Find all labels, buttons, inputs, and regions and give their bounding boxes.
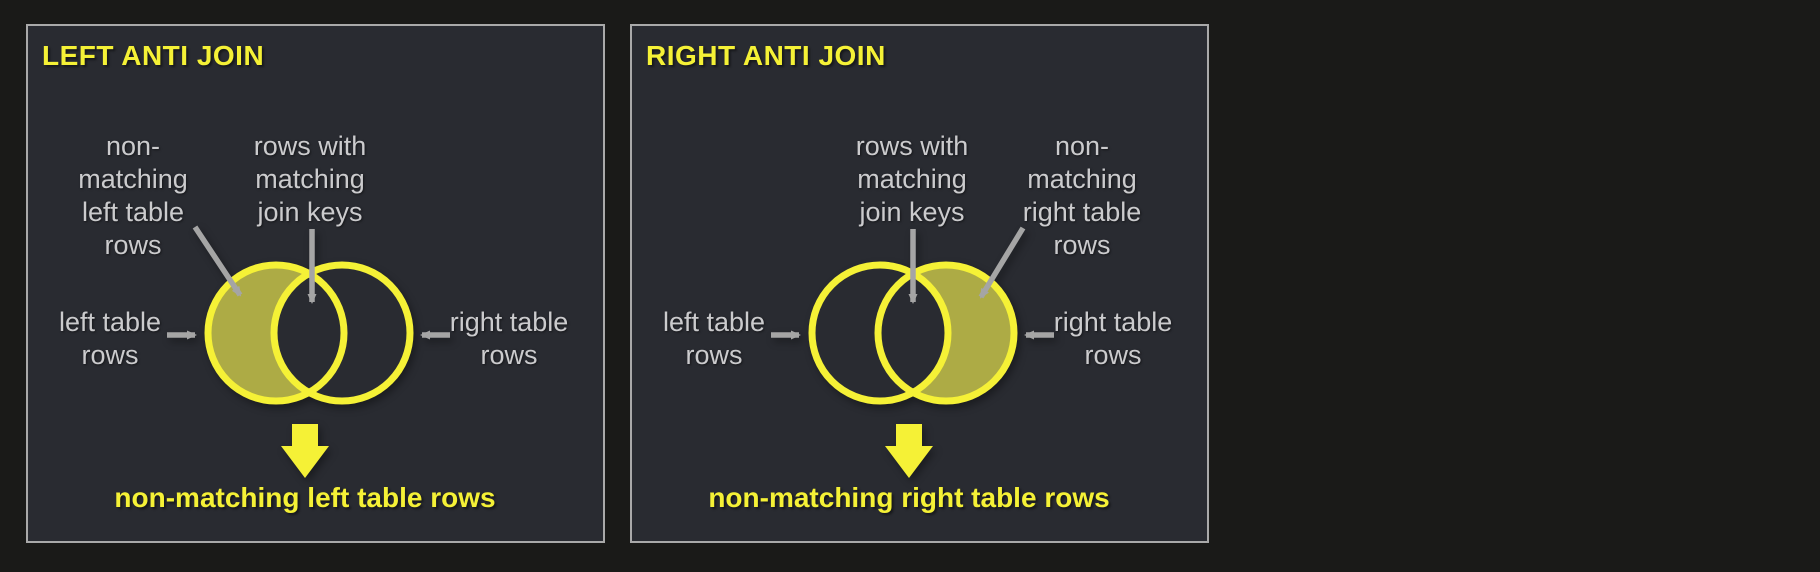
result-caption: non-matching left table rows: [114, 482, 496, 513]
left-circle: [204, 261, 348, 405]
venn-diagram: [167, 225, 450, 478]
venn-diagram: [771, 226, 1054, 478]
label-left-table-rows: left table rows: [58, 307, 162, 370]
label-non-matching-right-table-rows: non- matching right table rows: [1022, 131, 1142, 260]
label-rows-with-matching-join-keys: rows with matching join keys: [855, 131, 969, 227]
right-circle: [270, 261, 414, 405]
panel-title: RIGHT ANTI JOIN: [646, 40, 886, 71]
label-rows-with-matching-join-keys: rows with matching join keys: [253, 131, 367, 227]
right-circle: [874, 261, 1018, 405]
label-right-table-rows: right table rows: [1053, 307, 1173, 370]
label-non-matching-left-table-rows: non- matching left table rows: [78, 131, 188, 260]
result-caption: non-matching right table rows: [708, 482, 1110, 513]
panel-left-anti-join: LEFT ANTI JOIN non- matching left table …: [26, 24, 605, 543]
label-left-table-rows: left table rows: [662, 307, 766, 370]
left-circle: [808, 261, 952, 405]
result-arrow-down-icon: [281, 424, 329, 478]
label-right-table-rows: right table rows: [449, 307, 569, 370]
panel-title: LEFT ANTI JOIN: [42, 40, 265, 71]
arrow-to-right-crescent-icon: [978, 226, 1026, 299]
result-arrow-down-icon: [885, 424, 933, 478]
arrow-to-left-crescent-icon: [192, 225, 243, 297]
panel-right-anti-join: RIGHT ANTI JOIN rows with matching join …: [630, 24, 1209, 543]
